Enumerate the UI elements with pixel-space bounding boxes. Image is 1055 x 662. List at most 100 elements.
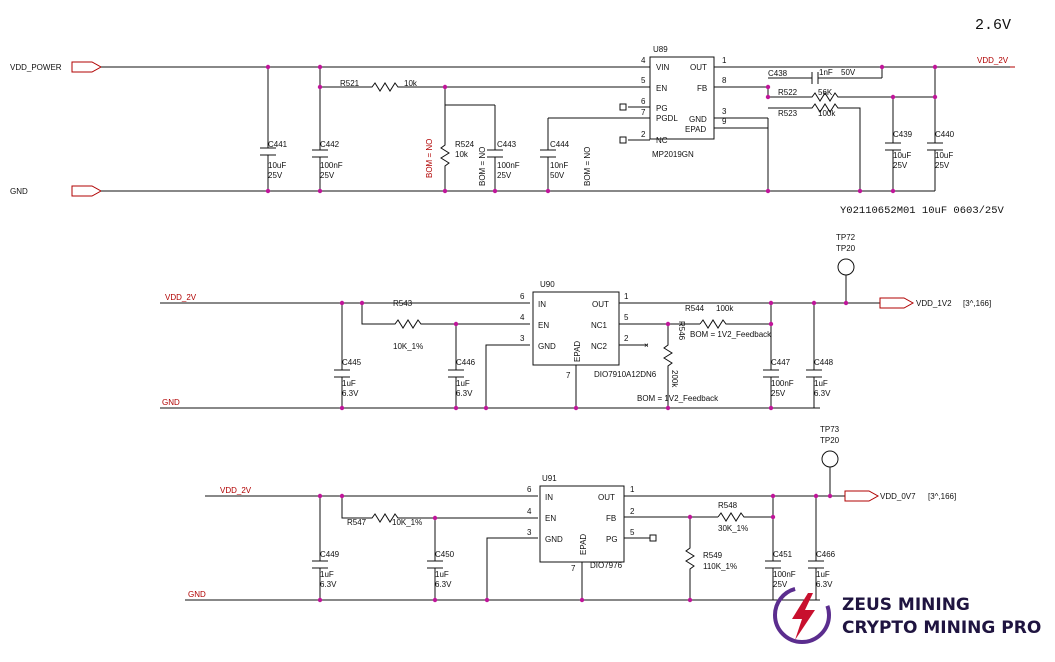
c440-value: 10uF bbox=[935, 151, 953, 160]
c445-ref: C445 bbox=[342, 358, 362, 367]
r522-value: 56K bbox=[818, 88, 833, 97]
u90-chip[interactable] bbox=[532, 291, 620, 366]
c449-voltage: 6.3V bbox=[320, 580, 337, 589]
c442-value: 100nF bbox=[320, 161, 343, 170]
u91-pinnum-en: 4 bbox=[527, 507, 532, 516]
u90-pin-in: IN bbox=[538, 300, 546, 309]
c446-voltage: 6.3V bbox=[456, 389, 473, 398]
u90-pin-nc2: NC2 bbox=[591, 342, 608, 351]
u89-pinnum-gnd: 3 bbox=[722, 107, 727, 116]
r547-ref: R547 bbox=[347, 518, 367, 527]
tp72-testpoint[interactable] bbox=[837, 258, 855, 276]
net-port-vdd-0v7[interactable] bbox=[844, 490, 880, 502]
u90-pin-nc1: NC1 bbox=[591, 321, 608, 330]
net-ref-vdd-0v7: [3^,166] bbox=[928, 492, 956, 501]
net-label-vdd-2v-in-2: VDD_2V bbox=[220, 486, 252, 495]
u91-pinnum-in: 6 bbox=[527, 485, 532, 494]
brand-watermark: ZEUS MINING CRYPTO MINING PRO bbox=[773, 586, 1041, 644]
c439-ref: C439 bbox=[893, 130, 913, 139]
bom-feedback-r544: BOM = 1V2_Feedback bbox=[690, 330, 772, 339]
brand-line-1: ZEUS MINING bbox=[842, 595, 970, 615]
r548-value: 30K_1% bbox=[718, 524, 748, 533]
u90-pinnum-out: 1 bbox=[624, 292, 629, 301]
u89-pinnum-vin: 4 bbox=[641, 56, 646, 65]
u89-part: MP2019GN bbox=[652, 150, 694, 159]
bom-no-c443: BOM = NO bbox=[478, 147, 487, 186]
c438-ref: C438 bbox=[768, 69, 788, 78]
u91-pin-pg: PG bbox=[606, 535, 618, 544]
u91-pinnum-epad: 7 bbox=[571, 564, 576, 573]
u91-pin-out: OUT bbox=[598, 493, 615, 502]
tp73-ref: TP73 bbox=[820, 425, 840, 434]
u90-pinnum-en: 4 bbox=[520, 313, 525, 322]
u89-pin-en: EN bbox=[656, 84, 667, 93]
u90-part: DIO7910A12DN6 bbox=[594, 370, 657, 379]
u91-pin-gnd: GND bbox=[545, 535, 563, 544]
c438-value: 1nF bbox=[819, 68, 833, 77]
u89-pinnum-out: 1 bbox=[722, 56, 727, 65]
tp73-testpoint[interactable] bbox=[821, 450, 839, 468]
u90-pin-out: OUT bbox=[592, 300, 609, 309]
c440-voltage: 25V bbox=[935, 161, 950, 170]
c448-voltage: 6.3V bbox=[814, 389, 831, 398]
r524-ref: R524 bbox=[455, 140, 475, 149]
r521-value: 10k bbox=[404, 79, 418, 88]
u89-pin-nc: NC bbox=[656, 136, 668, 145]
u89-chip[interactable] bbox=[649, 56, 715, 140]
brand-line-2: CRYPTO MINING PRO bbox=[842, 618, 1041, 638]
net-label-gnd: GND bbox=[10, 187, 28, 196]
u89-pinnum-fb: 8 bbox=[722, 76, 727, 85]
r523-value: 100k bbox=[818, 109, 836, 118]
u89-pinnum-pgdl: 7 bbox=[641, 108, 646, 117]
r543-ref: R543 bbox=[393, 299, 413, 308]
u91-pin-epad: EPAD bbox=[579, 534, 588, 555]
c448-ref: C448 bbox=[814, 358, 834, 367]
u90-pinnum-gnd: 3 bbox=[520, 334, 525, 343]
u90-pinnum-epad: 7 bbox=[566, 371, 571, 380]
c445-voltage: 6.3V bbox=[342, 389, 359, 398]
u91-pinnum-gnd: 3 bbox=[527, 528, 532, 537]
net-label-gnd-3: GND bbox=[188, 590, 206, 599]
c443-value: 100nF bbox=[497, 161, 520, 170]
c441-voltage: 25V bbox=[268, 171, 283, 180]
u89-pin-epad: EPAD bbox=[685, 125, 706, 134]
r543-value: 10K_1% bbox=[393, 342, 423, 351]
tp72-type: TP20 bbox=[836, 244, 856, 253]
u91-pin-in: IN bbox=[545, 493, 553, 502]
header-voltage: 2.6V bbox=[975, 17, 1011, 34]
c449-value: 1uF bbox=[320, 570, 334, 579]
net-port-vdd-1v2[interactable] bbox=[879, 297, 915, 309]
r522-ref: R522 bbox=[778, 88, 798, 97]
u91-pinnum-fb: 2 bbox=[630, 507, 635, 516]
r524-value: 10k bbox=[455, 150, 469, 159]
bom-no-r524: BOM = NO bbox=[425, 139, 434, 178]
u91-chip[interactable] bbox=[539, 485, 625, 563]
r549-ref: R549 bbox=[703, 551, 723, 560]
net-port-gnd[interactable] bbox=[71, 185, 103, 197]
c447-ref: C447 bbox=[771, 358, 791, 367]
net-label-vdd-1v2: VDD_1V2 bbox=[916, 299, 952, 308]
net-label-vdd-0v7: VDD_0V7 bbox=[880, 492, 916, 501]
net-port-vdd-power[interactable] bbox=[71, 61, 103, 73]
u89-pinnum-en: 5 bbox=[641, 76, 646, 85]
c450-voltage: 6.3V bbox=[435, 580, 452, 589]
c451-voltage: 25V bbox=[773, 580, 788, 589]
u89-pin-fb: FB bbox=[697, 84, 707, 93]
net-label-gnd-2: GND bbox=[162, 398, 180, 407]
c441-value: 10uF bbox=[268, 161, 286, 170]
u90-pinnum-nc1: 5 bbox=[624, 313, 629, 322]
c451-ref: C451 bbox=[773, 550, 793, 559]
u90-pin-en: EN bbox=[538, 321, 549, 330]
u89-ref: U89 bbox=[653, 45, 668, 54]
r548-ref: R548 bbox=[718, 501, 738, 510]
c443-ref: C443 bbox=[497, 140, 517, 149]
u90-pinnum-nc2: 2 bbox=[624, 334, 629, 343]
u91-pinnum-out: 1 bbox=[630, 485, 635, 494]
c450-ref: C450 bbox=[435, 550, 455, 559]
c442-ref: C442 bbox=[320, 140, 340, 149]
r546-ref: R546 bbox=[677, 321, 686, 341]
net-label-vdd-2v-out: VDD_2V bbox=[977, 56, 1009, 65]
c444-value: 10nF bbox=[550, 161, 568, 170]
u89-pin-pgdl: PGDL bbox=[656, 114, 678, 123]
